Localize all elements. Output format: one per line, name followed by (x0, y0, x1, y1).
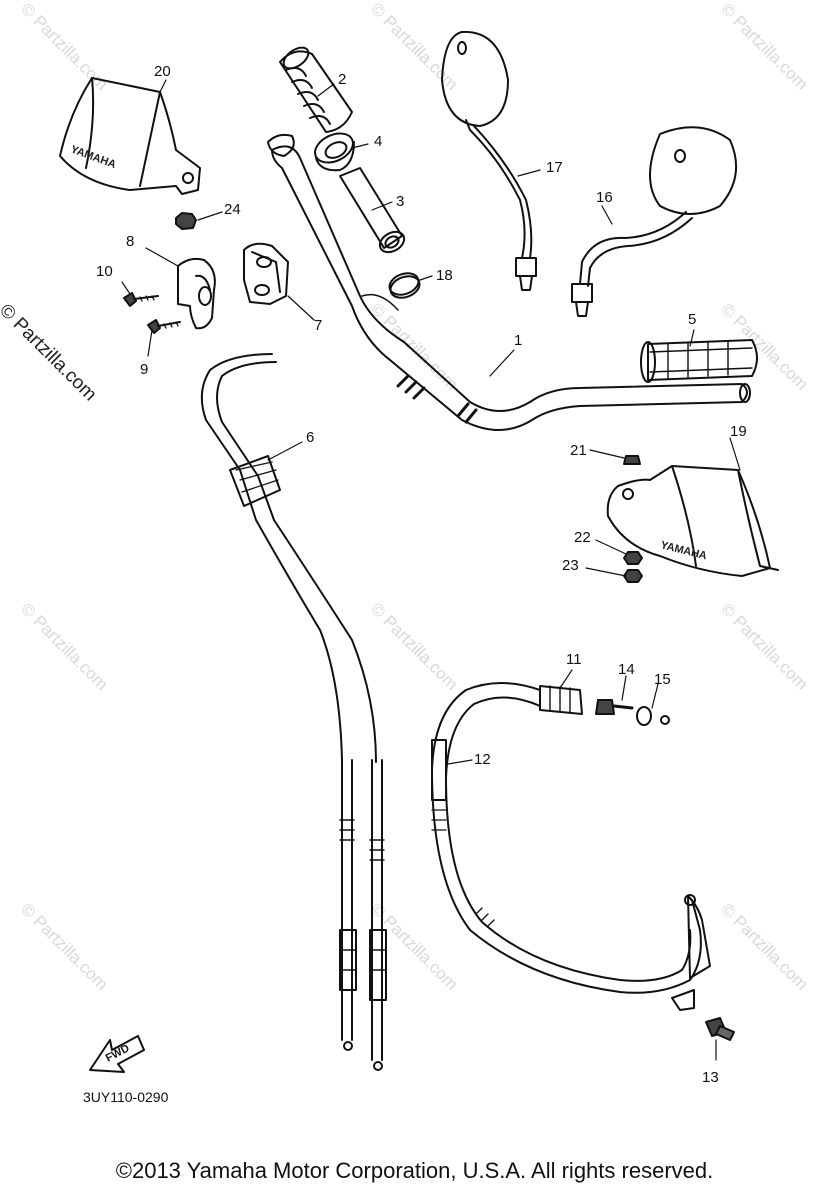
throttle-tube-3 (339, 167, 406, 254)
callout-21: 21 (570, 442, 587, 459)
nut-22 (623, 551, 643, 565)
watermark: © Partzilla.com (717, 899, 811, 993)
callout-22: 22 (574, 529, 591, 546)
clutch-cable-12 (431, 682, 711, 1011)
clamp-7 (243, 242, 289, 305)
watermark: © Partzilla.com (367, 599, 461, 693)
callout-2: 2 (338, 71, 346, 88)
callout-10: 10 (96, 263, 113, 280)
bolt-13 (705, 1017, 735, 1041)
mirror-right-16 (571, 126, 737, 317)
callout-18: 18 (436, 267, 453, 284)
callout-1: 1 (514, 332, 522, 349)
watermark: © Partzilla.com (17, 899, 111, 993)
bracket-8 (177, 257, 216, 330)
diagram-code: 3UY110-0290 (83, 1089, 169, 1105)
callout-20: 20 (154, 63, 171, 80)
callout-11: 11 (566, 651, 582, 668)
nut-23 (623, 569, 643, 583)
callout-7: 7 (314, 317, 322, 334)
locknut-14 (595, 699, 634, 715)
callout-19: 19 (730, 423, 747, 440)
callout-14: 14 (618, 661, 635, 678)
washer-15 (636, 706, 670, 726)
grip-left-2 (279, 46, 353, 133)
callout-4: 4 (374, 133, 382, 150)
mirror-left-17 (441, 30, 537, 291)
nut-24 (175, 212, 197, 230)
hand-guard-left: YAMAHA (59, 77, 201, 195)
watermark: © Partzilla.com (717, 0, 811, 94)
callout-24: 24 (224, 201, 241, 218)
callout-23: 23 (562, 557, 579, 574)
callout-13: 13 (702, 1069, 719, 1086)
leader-lines (121, 79, 741, 1061)
callout-9: 9 (140, 361, 148, 378)
copyright-notice: ©2013 Yamaha Motor Corporation, U.S.A. A… (115, 1158, 714, 1183)
ring-18 (388, 272, 421, 299)
collar-4 (314, 132, 355, 172)
grip-right-5 (640, 339, 758, 383)
bolt-21 (623, 455, 641, 465)
screw-9 (147, 319, 181, 334)
watermark-group: © Partzilla.com © Partzilla.com © Partzi… (17, 0, 811, 994)
watermark: © Partzilla.com (717, 599, 811, 693)
callout-5: 5 (688, 311, 696, 328)
watermark: © Partzilla.com (717, 299, 811, 393)
callout-16: 16 (596, 189, 613, 206)
forward-arrow-icon: FWD (89, 1035, 145, 1073)
callout-6: 6 (306, 429, 314, 446)
watermark: © Partzilla.com (17, 599, 111, 693)
cable-adjuster-11 (539, 685, 583, 715)
screw-10 (123, 292, 159, 307)
throttle-cables-6 (200, 353, 387, 1071)
hand-guard-brand: YAMAHA (69, 144, 118, 171)
callout-17: 17 (546, 159, 563, 176)
callout-12: 12 (474, 751, 491, 768)
callout-3: 3 (396, 193, 404, 210)
handlebar-1 (267, 133, 751, 431)
callout-labels: 1 2 3 4 5 6 7 8 9 10 11 12 13 14 15 16 1… (96, 63, 747, 1086)
callout-8: 8 (126, 233, 134, 250)
callout-15: 15 (654, 671, 671, 688)
